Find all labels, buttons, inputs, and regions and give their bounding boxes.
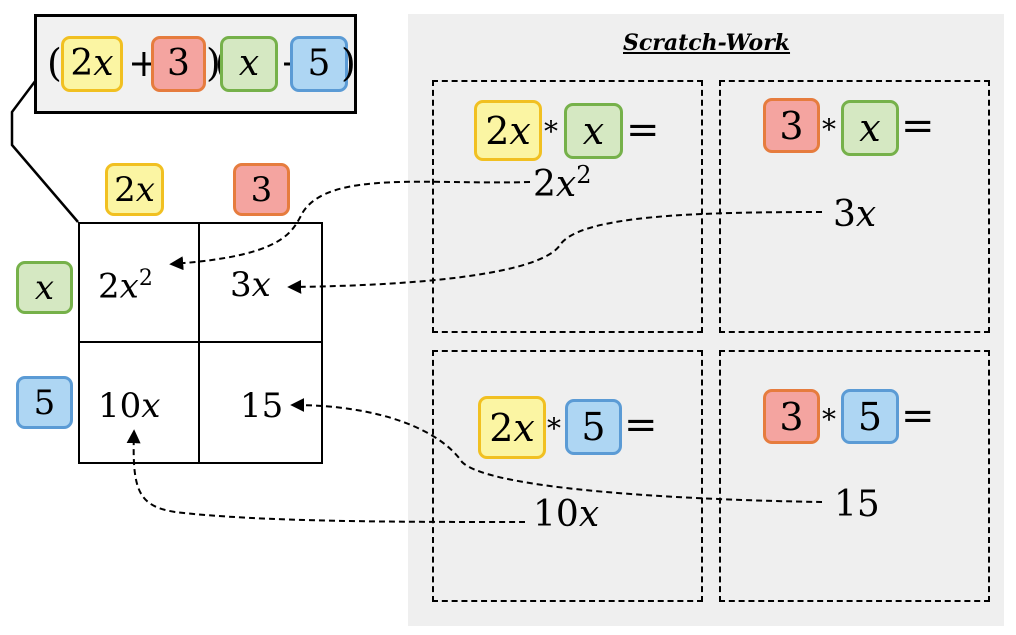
q4-multiply: * [822, 403, 836, 436]
q3-result-coef: 10 [533, 494, 579, 535]
expr-term-x: x [220, 36, 278, 92]
q3-term-5: 5 [565, 399, 622, 455]
q2-term-3-value: 3 [779, 103, 804, 148]
expr-open-paren: ( [47, 41, 62, 85]
scratch-quadrant-2 [719, 80, 990, 333]
grid-value-2x2-coef: 2 [98, 266, 120, 307]
q1-term-2x-var: x [509, 108, 531, 153]
q2-multiply: * [822, 113, 836, 146]
col-header-2x-coef: 2 [114, 169, 136, 210]
grid-value-3x-var: x [251, 265, 271, 305]
q1-multiply: * [544, 115, 558, 148]
col-header-2x-var: x [135, 169, 155, 210]
q2-result-var: x [855, 194, 877, 235]
grid-value-10x-coef: 10 [98, 386, 142, 426]
q3-equals: = [624, 402, 658, 448]
grid-cell-r1c2 [200, 224, 321, 343]
row-header-x-var: x [34, 267, 55, 308]
q4-equals: = [901, 393, 935, 439]
q2-term-x: x [841, 100, 899, 156]
grid-value-10x-var: x [141, 386, 161, 426]
row-header-x: x [16, 261, 73, 314]
q2-term-3: 3 [763, 98, 820, 153]
q4-result: 15 [834, 484, 880, 525]
q1-equals: = [626, 107, 660, 153]
grid-value-2x2-var: x [119, 266, 139, 307]
q4-term-3: 3 [763, 389, 820, 444]
grid-value-10x: 10x [98, 389, 160, 423]
expr-term-5-value: 5 [307, 43, 331, 84]
grid-value-2x2: 2x2 [98, 266, 153, 307]
q1-term-x-var: x [582, 109, 605, 153]
q1-term-x: x [564, 103, 623, 159]
area-model-grid [78, 222, 323, 464]
grid-value-15-value: 15 [240, 386, 284, 426]
q1-result-coef: 2 [533, 164, 556, 205]
grid-value-3x-coef: 3 [230, 265, 252, 305]
grid-value-3x: 3x [230, 268, 271, 302]
expr-term-5: 5 [290, 36, 348, 92]
q2-equals: = [901, 103, 935, 149]
expr-term-3: 3 [151, 36, 206, 92]
expr-term-2x-var: x [93, 43, 114, 84]
col-header-3-value: 3 [250, 169, 273, 210]
q2-result: 3x [833, 197, 876, 233]
q1-term-2x-coef: 2 [485, 108, 510, 153]
q3-result: 10x [533, 497, 599, 533]
q4-term-5: 5 [841, 389, 899, 444]
grid-value-2x2-exp: 2 [138, 266, 153, 291]
q1-result: 2x2 [533, 163, 592, 203]
q4-term-3-value: 3 [779, 394, 804, 439]
q3-term-5-value: 5 [581, 405, 606, 449]
q3-result-var: x [578, 494, 600, 535]
q1-result-var: x [555, 164, 577, 205]
q2-result-coef: 3 [833, 194, 856, 235]
expr-close-paren: ) [341, 41, 356, 85]
grid-value-15: 15 [240, 389, 283, 423]
row-header-5: 5 [16, 376, 73, 429]
q4-term-5-value: 5 [857, 394, 883, 439]
scratch-quadrant-3 [432, 350, 703, 602]
grid-cell-r1c1 [80, 224, 200, 343]
q3-multiply: * [547, 412, 561, 445]
q3-term-2x-var: x [513, 405, 535, 450]
col-header-3: 3 [233, 163, 290, 216]
expr-term-2x-coef: 2 [70, 43, 94, 84]
q2-term-x-var: x [859, 106, 881, 150]
q1-result-exp: 2 [576, 161, 592, 189]
q3-term-2x-coef: 2 [489, 405, 514, 450]
scratch-work-title: Scratch-Work [623, 30, 791, 56]
scratch-quadrant-4 [719, 350, 990, 602]
row-header-5-value: 5 [33, 382, 56, 423]
grid-cell-r2c1 [80, 343, 200, 462]
expr-term-3-value: 3 [167, 43, 190, 84]
expr-term-x-var: x [238, 43, 260, 84]
